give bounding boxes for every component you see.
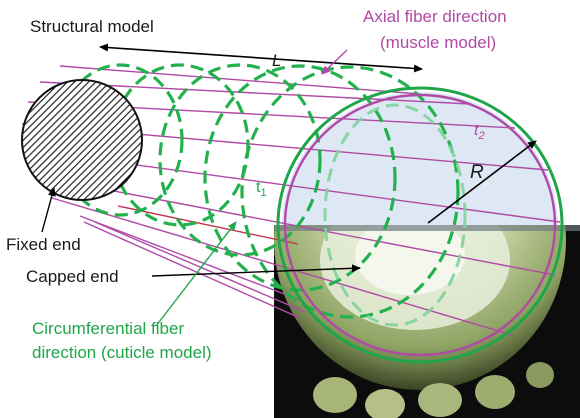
t2-label: t2 bbox=[474, 122, 485, 142]
fixed-end-disk bbox=[21, 79, 143, 201]
tangent-line-lower bbox=[117, 205, 299, 245]
axial-label-line1: Axial fiber direction bbox=[363, 7, 507, 26]
fixed-end-label: Fixed end bbox=[6, 235, 81, 254]
circumferential-pointer bbox=[155, 221, 237, 327]
axial-pointer bbox=[321, 49, 348, 75]
axial-label-line2: (muscle model) bbox=[380, 33, 496, 52]
capped-end-pointer bbox=[151, 264, 361, 277]
radius-arrow bbox=[427, 140, 537, 224]
structural-model-label: Structural model bbox=[30, 17, 154, 36]
cap-outer-ring bbox=[276, 86, 564, 364]
cap-inner-ring bbox=[283, 93, 557, 357]
radius-label: R bbox=[470, 162, 484, 183]
circumferential-ring-inner bbox=[323, 103, 467, 327]
length-label: L bbox=[272, 51, 281, 70]
circumferential-label-line1: Circumferential fiber bbox=[32, 319, 184, 338]
circumferential-label-line2: direction (cuticle model) bbox=[32, 343, 212, 362]
fixed-end-pointer bbox=[41, 187, 56, 233]
capped-end-label: Capped end bbox=[26, 267, 119, 286]
t1-label: t1 bbox=[256, 179, 267, 199]
tangent-line-bottom bbox=[83, 221, 301, 319]
length-arrow bbox=[99, 43, 423, 73]
